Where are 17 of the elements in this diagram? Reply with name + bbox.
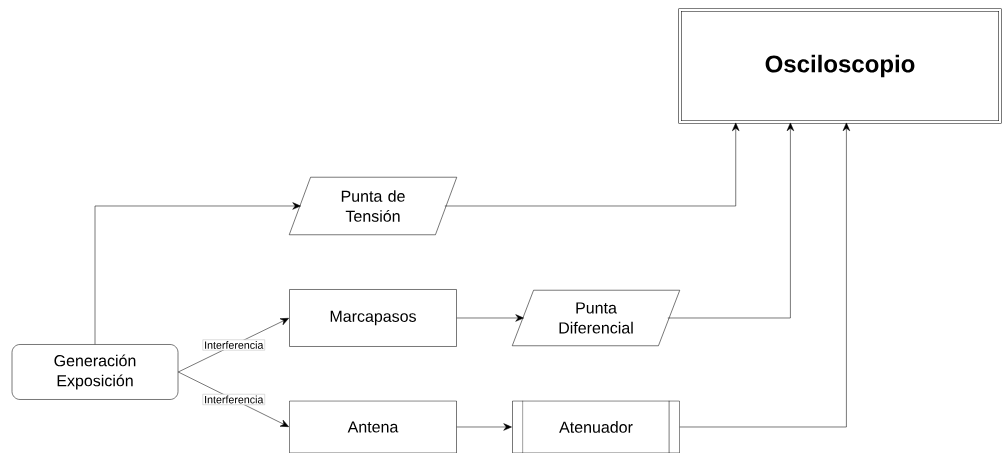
arrow	[456, 314, 524, 322]
subprocess-box: Atenuador	[512, 400, 680, 453]
start-box: Generación Exposición	[11, 344, 179, 400]
edge-label: Interferencia	[202, 339, 265, 351]
arrow	[94, 202, 301, 345]
arrow	[667, 122, 795, 319]
data-parallelogram: Punta de Tensión	[288, 176, 458, 236]
arrow	[178, 371, 289, 427]
data-parallelogram: Punta Diferencial	[511, 289, 681, 347]
edge-label: Interferencia	[202, 393, 265, 405]
arrow	[178, 318, 289, 373]
arrow	[456, 423, 512, 431]
oscilloscope-box: Osciloscopio	[678, 8, 1002, 124]
arrow	[679, 122, 851, 428]
process-box: Antena	[289, 400, 457, 453]
process-box: Marcapasos	[289, 289, 457, 347]
arrow	[444, 122, 740, 207]
